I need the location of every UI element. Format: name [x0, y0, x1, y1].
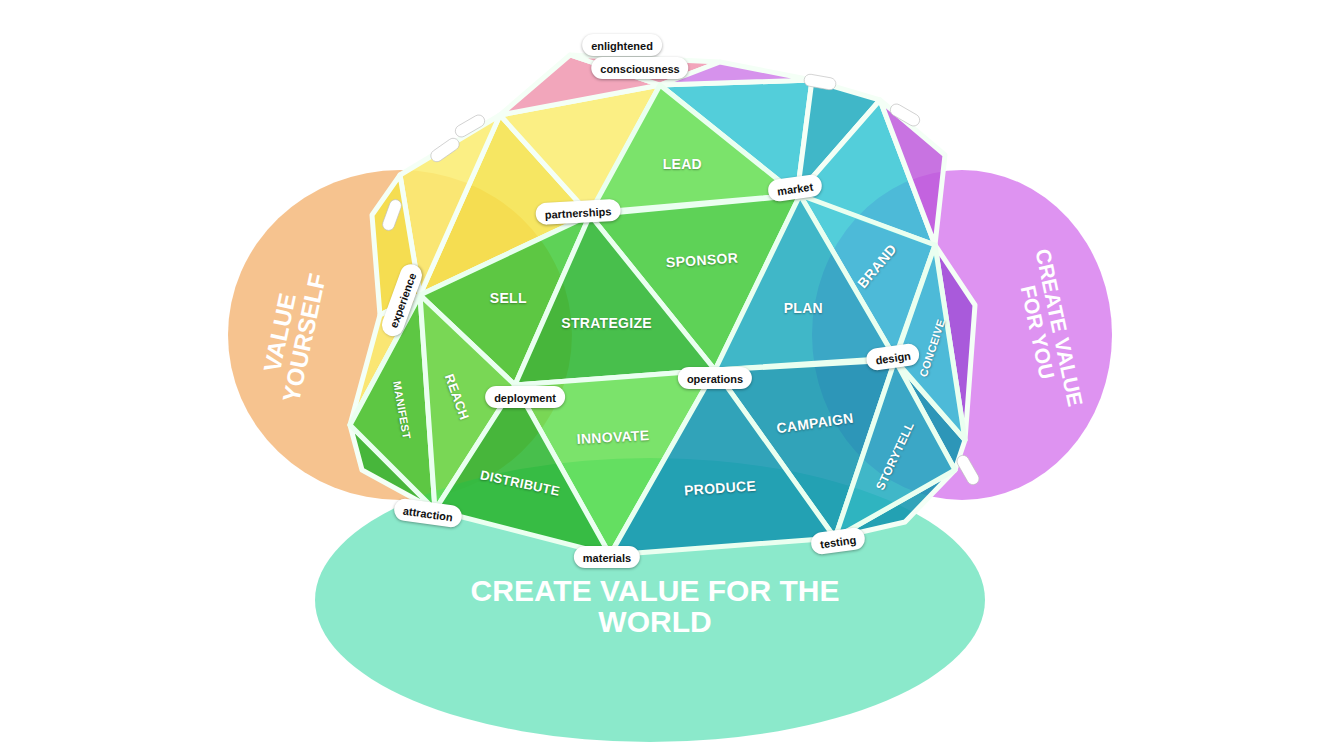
edge-tag: enlightened	[582, 34, 662, 56]
edge-tag: operations	[678, 367, 752, 389]
blank-tag	[803, 73, 837, 90]
dome-facet: PLAN	[715, 195, 895, 370]
blank-tag	[955, 453, 981, 487]
edge-tag: materials	[574, 546, 640, 568]
dome-facet: DISTRIBUTE	[435, 385, 610, 555]
tag-text: market	[776, 181, 813, 198]
tag-text: testing	[819, 534, 856, 551]
facet-outline	[515, 215, 715, 385]
facet-label: STRATEGIZE	[561, 315, 652, 331]
tag-text: attraction	[402, 505, 453, 524]
dome-facet: LEAD	[590, 85, 797, 213]
facet-fill	[835, 360, 955, 538]
tag-text: consciousness	[600, 63, 679, 75]
blank-tag	[428, 136, 461, 164]
blank-tag	[381, 198, 403, 232]
facet-outline	[715, 195, 895, 370]
blank-tag	[453, 113, 487, 139]
facet-label: PLAN	[784, 300, 823, 316]
region-title: CREATE VALUE FOR THE WORLD	[445, 575, 865, 638]
dome-facet: STORYTELL	[835, 360, 955, 538]
dome-facet: STRATEGIZE	[515, 215, 715, 385]
facet-label: LEAD	[663, 156, 702, 172]
facet-outline	[435, 385, 610, 555]
facet-outline	[610, 370, 835, 555]
facet-outline	[590, 85, 797, 213]
tag-text: operations	[687, 373, 743, 385]
facet-label: INNOVATE	[577, 427, 650, 447]
blank-tag	[888, 102, 922, 128]
facet-fill	[515, 215, 715, 385]
tag-text: partnerships	[544, 205, 611, 220]
tag-text: materials	[583, 552, 631, 564]
facet-fill	[610, 370, 835, 555]
edge-tag: deployment	[485, 386, 565, 408]
tag-text: deployment	[494, 392, 556, 404]
facet-fill	[590, 85, 797, 213]
facet-label: SELL	[490, 290, 527, 306]
dome-facet: PRODUCE	[610, 370, 835, 555]
facet-fill	[435, 385, 610, 555]
back-facet	[880, 100, 945, 245]
tag-text: enlightened	[591, 40, 653, 52]
edge-tag: partnerships	[535, 199, 621, 225]
tag-text: design	[875, 350, 912, 367]
edge-tag: consciousness	[591, 57, 688, 79]
facet-fill	[715, 195, 895, 370]
